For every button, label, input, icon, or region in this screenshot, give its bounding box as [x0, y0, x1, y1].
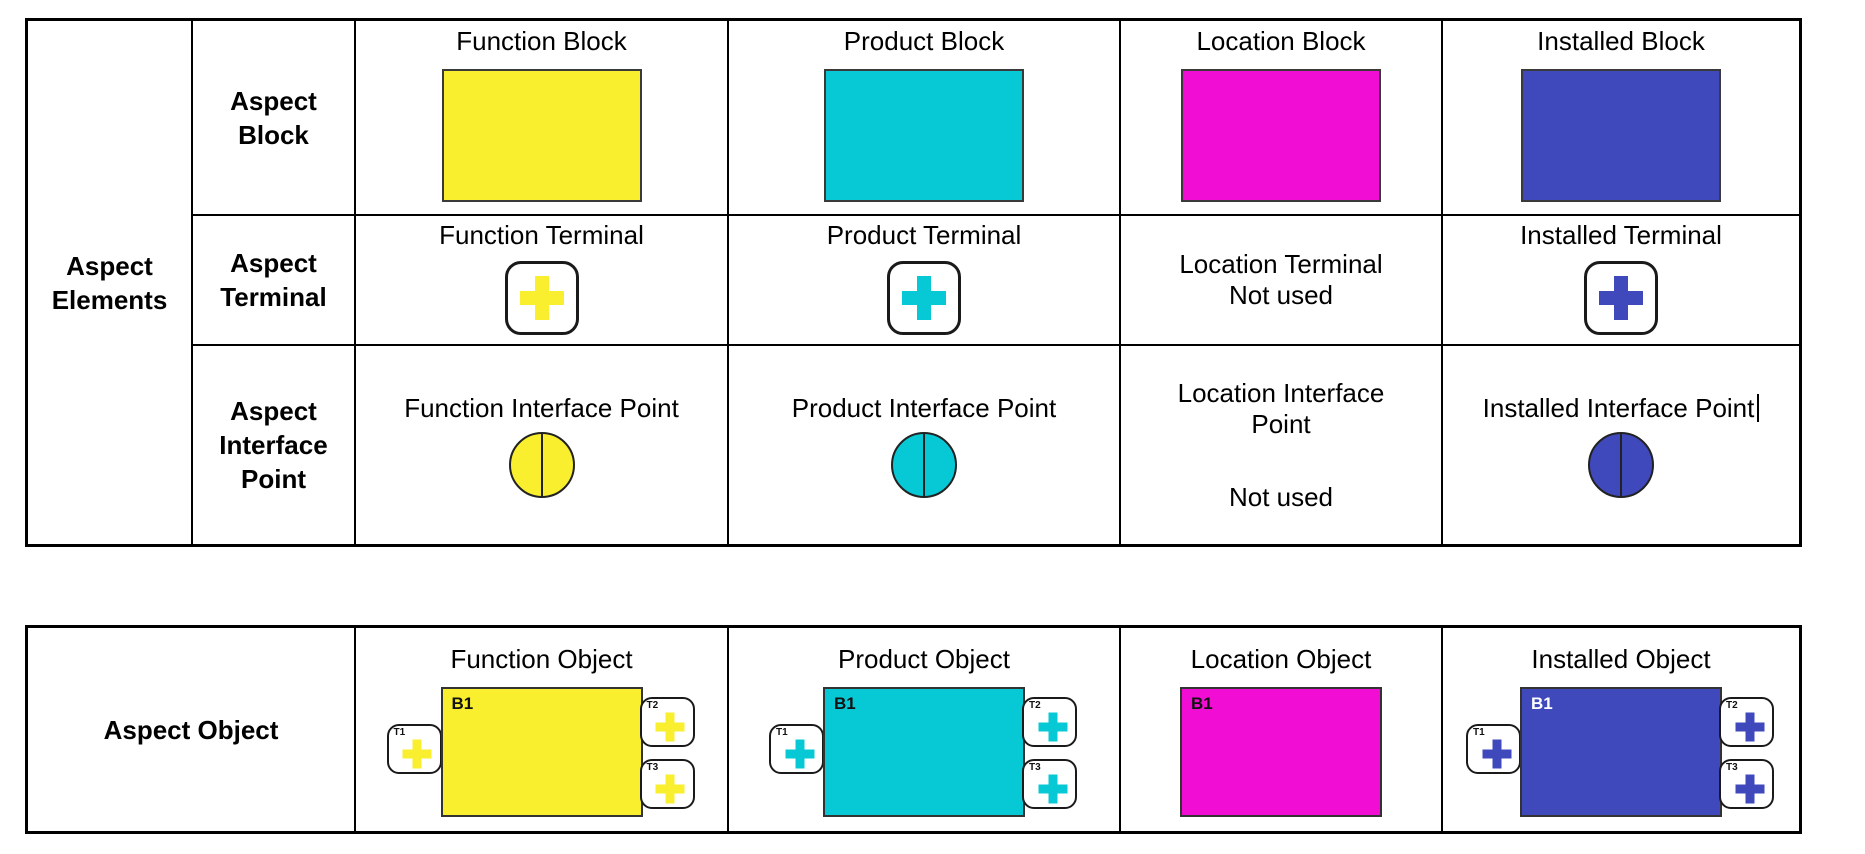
product-interface-cell: Product Interface Point [729, 346, 1121, 544]
aspect-interface-point-label: Aspect Interface Point [219, 396, 328, 494]
function-object-block: B1 [440, 687, 643, 817]
plus-icon [1599, 276, 1643, 320]
plus-icon [785, 739, 814, 769]
installed-block-shape [1521, 69, 1721, 202]
plus-icon [1735, 774, 1764, 804]
function-block-title: Function Block [456, 26, 627, 56]
block-id-label: B1 [1531, 694, 1553, 713]
terminal-t2: T2 [1022, 697, 1077, 747]
installed-interface-cell: Installed Interface Point [1443, 346, 1799, 544]
location-object-cell: Location Object B1 [1121, 628, 1443, 831]
plus-icon [1038, 774, 1067, 804]
terminal-t3: T3 [1022, 759, 1077, 809]
location-block-cell: Location Block [1121, 21, 1443, 216]
plus-icon [902, 276, 946, 320]
product-terminal-icon [887, 261, 961, 335]
product-object-cell: Product Object T1 B1 T2 T3 [729, 628, 1121, 831]
aspect-elements-label: Aspect Elements [51, 250, 168, 315]
text-cursor [1757, 394, 1760, 422]
installed-object-cell: Installed Object T1 B1 T2 T3 [1443, 628, 1799, 831]
row-header-aspect-block: Aspect Block [193, 21, 356, 216]
function-object: T1 B1 T2 T3 [386, 687, 697, 819]
location-interface-title: Location Interface Point [1177, 377, 1385, 439]
terminal-t1: T1 [769, 724, 824, 774]
installed-object-title: Installed Object [1531, 644, 1711, 674]
installed-terminal-icon [1584, 261, 1658, 335]
function-object-title: Function Object [450, 644, 633, 674]
terminal-t1: T1 [386, 724, 442, 774]
location-object-block: B1 [1180, 687, 1382, 817]
installed-interface-point-icon [1588, 431, 1654, 498]
installed-interface-text[interactable]: Installed Interface Point [1482, 392, 1755, 423]
aspect-elements-table: Aspect Elements Aspect Block Function Bl… [25, 18, 1802, 547]
terminal-t2: T2 [639, 697, 695, 747]
aspect-object-table: Aspect Object Function Object T1 B1 T2 [25, 625, 1802, 834]
plus-icon [1735, 712, 1764, 742]
plus-icon [519, 276, 564, 320]
installed-block-cell: Installed Block [1443, 21, 1799, 216]
aspect-object-label: Aspect Object [103, 714, 279, 745]
installed-object: T1 B1 T2 T3 [1466, 687, 1776, 819]
function-block-shape [441, 69, 642, 202]
product-block-shape [824, 69, 1024, 202]
installed-object-block: B1 [1520, 687, 1722, 817]
plus-icon [1482, 739, 1511, 769]
location-interface-cell: Location Interface Point Not used [1121, 346, 1443, 544]
product-block-cell: Product Block [729, 21, 1121, 216]
function-object-cell: Function Object T1 B1 T2 T3 [356, 628, 729, 831]
installed-terminal-title: Installed Terminal [1520, 220, 1722, 250]
row-header-aspect-interface-point: Aspect Interface Point [193, 346, 356, 544]
product-object-title: Product Object [838, 644, 1010, 674]
aspect-elements-header-cell: Aspect Elements [28, 21, 193, 544]
product-interface-point-icon [891, 431, 957, 498]
function-terminal-cell: Function Terminal [356, 216, 729, 346]
product-interface-title: Product Interface Point [791, 392, 1057, 423]
function-interface-cell: Function Interface Point [356, 346, 729, 544]
terminal-t3: T3 [639, 759, 695, 809]
plus-icon [655, 774, 685, 804]
function-terminal-icon [504, 261, 579, 335]
terminal-t3: T3 [1719, 759, 1774, 809]
plus-icon [402, 739, 432, 769]
function-terminal-title: Function Terminal [439, 220, 644, 250]
location-terminal-cell: Location Terminal Not used [1121, 216, 1443, 346]
location-object-title: Location Object [1190, 644, 1372, 674]
block-id-label: B1 [834, 694, 856, 713]
product-object-block: B1 [823, 687, 1025, 817]
installed-terminal-cell: Installed Terminal [1443, 216, 1799, 346]
terminal-t1: T1 [1466, 724, 1521, 774]
aspect-object-header-cell: Aspect Object [28, 628, 356, 831]
terminal-t2: T2 [1719, 697, 1774, 747]
product-object: T1 B1 T2 T3 [769, 687, 1079, 819]
aspect-block-label: Aspect Block [230, 85, 317, 150]
product-terminal-cell: Product Terminal [729, 216, 1121, 346]
location-block-title: Location Block [1196, 26, 1366, 56]
product-block-title: Product Block [843, 26, 1005, 56]
block-id-label: B1 [451, 694, 474, 713]
installed-block-title: Installed Block [1537, 26, 1705, 56]
installed-interface-title[interactable]: Installed Interface Point [1483, 393, 1760, 424]
function-interface-title: Function Interface Point [404, 392, 679, 423]
function-block-cell: Function Block [356, 21, 729, 216]
plus-icon [655, 712, 685, 742]
location-interface-note: Not used [1228, 481, 1334, 512]
product-terminal-title: Product Terminal [826, 220, 1022, 250]
location-block-shape [1181, 69, 1381, 202]
location-terminal-note: Not used [1228, 280, 1334, 310]
block-id-label: B1 [1191, 694, 1213, 713]
location-object: B1 [1180, 687, 1382, 819]
function-interface-point-icon [508, 431, 575, 498]
aspect-terminal-label: Aspect Terminal [220, 248, 327, 312]
row-header-aspect-terminal: Aspect Terminal [193, 216, 356, 346]
plus-icon [1038, 712, 1067, 742]
location-terminal-title: Location Terminal [1179, 249, 1383, 279]
